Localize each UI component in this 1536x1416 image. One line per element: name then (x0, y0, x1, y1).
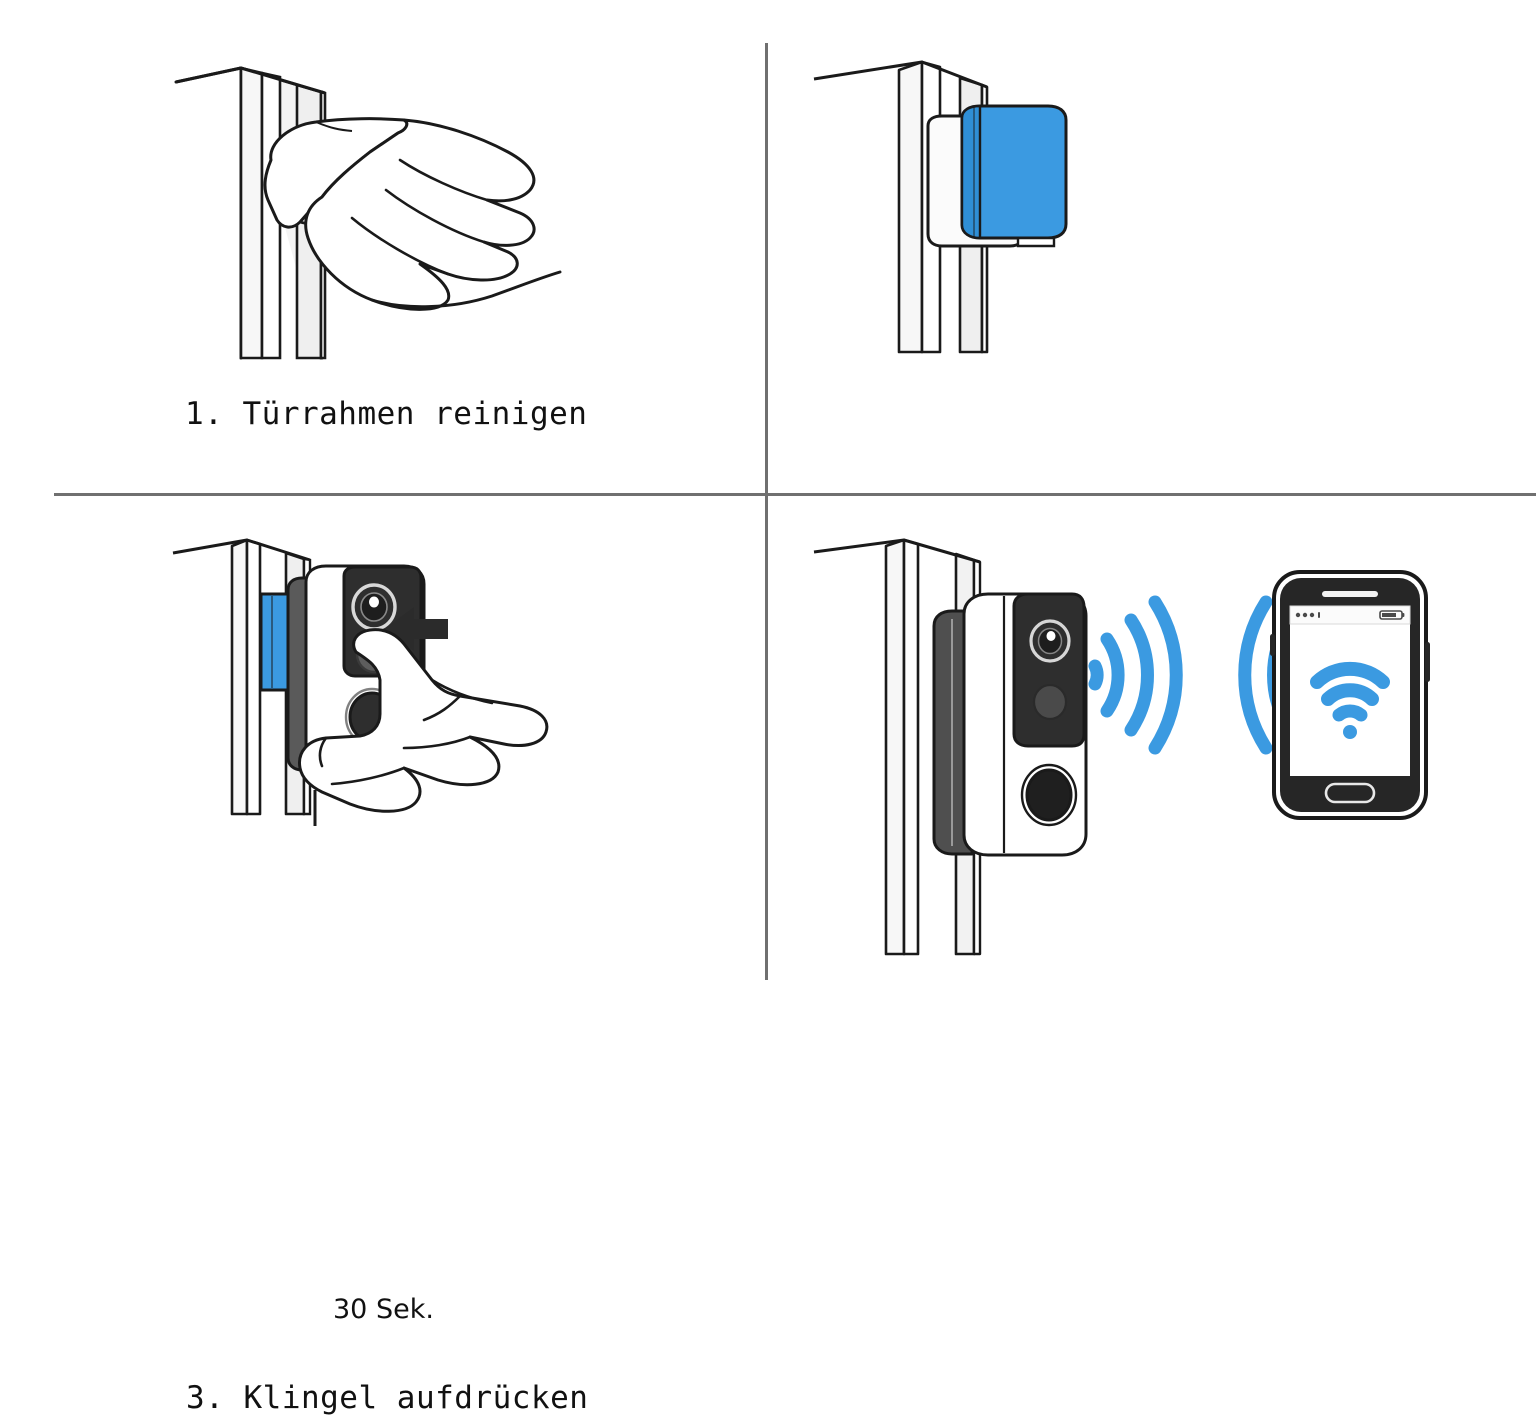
caption-step-3: 3. Klingel aufdrücken (186, 1380, 589, 1416)
illustration-clean-door-frame (174, 66, 562, 360)
smartphone (1270, 570, 1430, 820)
illustration-press-doorbell (172, 538, 549, 826)
doorbell-speaker (1025, 768, 1073, 822)
duration-annotation: 30 Sek. (333, 1294, 434, 1325)
signal-waves-doorbell (1100, 595, 1183, 755)
doorbell-ring-button[interactable] (1032, 683, 1068, 721)
panel-step-1: 1. Türrahmen reinigen (0, 0, 766, 494)
panel-divider-horizontal (54, 493, 1536, 496)
illustration-connect-app (813, 538, 1430, 956)
panel-divider-vertical (765, 43, 768, 980)
status-battery-icon (1379, 610, 1405, 620)
status-signal-dots-icon (1295, 612, 1320, 618)
panel-step-2: 2. Klebepad anbringen (766, 0, 1536, 494)
wifi-icon (1310, 661, 1390, 722)
illustration-attach-adhesive-pad (813, 60, 1068, 354)
doorbell-faceplate (1012, 592, 1086, 748)
adhesive-pad (259, 592, 293, 692)
phone-home-button[interactable] (1324, 782, 1376, 804)
caption-step-1: 1. Türrahmen reinigen (185, 396, 588, 432)
panel-step-4: 4. App verbinden (766, 494, 1536, 1024)
panel-step-3: 30 Sek. 3. Klingel aufdrücken (0, 494, 766, 1416)
